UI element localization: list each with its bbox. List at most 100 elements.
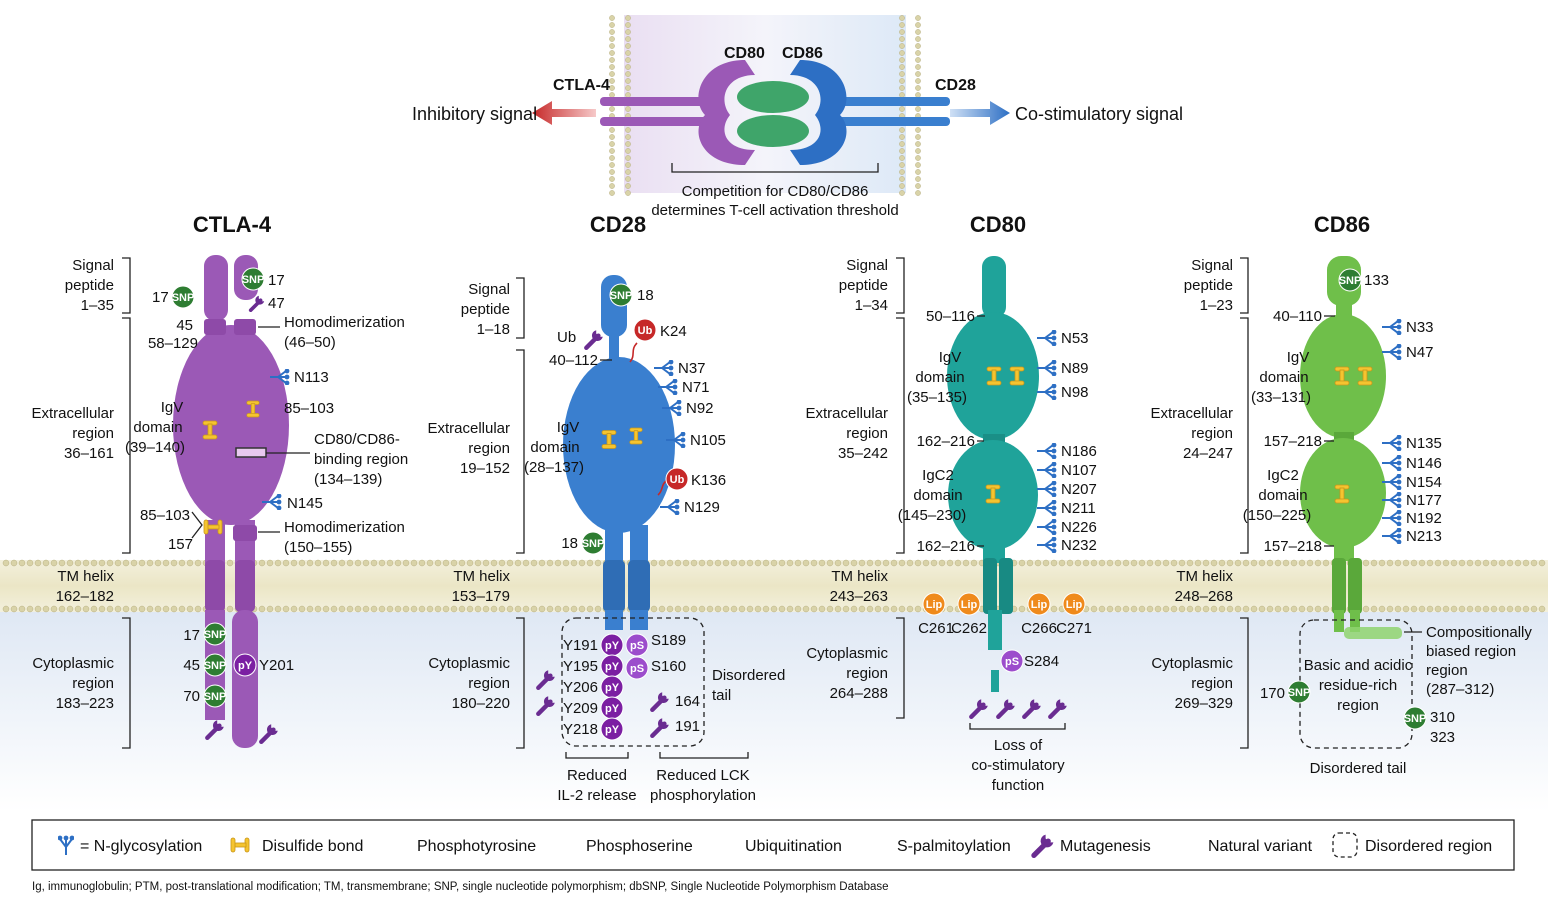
top-ctla4-stalk-lower	[600, 117, 720, 126]
lipid-head	[882, 559, 890, 567]
lipid-head	[1314, 605, 1322, 613]
cd28-py-4	[600, 717, 624, 741]
lipid-head	[522, 605, 530, 613]
lipid-head	[306, 559, 314, 567]
lipid-head	[1098, 605, 1106, 613]
legend-pser-label: Phosphoserine	[586, 838, 693, 855]
lipid-head	[1130, 605, 1138, 613]
cd80-glyco-icon	[1036, 360, 1058, 376]
lipid-head	[1234, 559, 1242, 567]
lipid-head	[50, 559, 58, 567]
cd28-glyco-label: N105	[690, 432, 726, 449]
lipid-head	[874, 605, 882, 613]
cd80-lip-c262	[957, 592, 981, 616]
lipid-head	[1122, 559, 1130, 567]
lipid-head	[915, 43, 921, 49]
lipid-head	[1458, 605, 1466, 613]
cd86-glyco-icon	[1381, 344, 1403, 360]
cd80-glyco-label: N232	[1061, 537, 1097, 554]
lipid-head	[1322, 605, 1330, 613]
lipid-head	[609, 36, 615, 42]
lipid-head	[1146, 605, 1154, 613]
legend-disulfide-label: Disulfide bond	[262, 838, 363, 855]
cd86-tm-2: 248–268	[1175, 588, 1233, 605]
cd80-ps-s284-text: pS	[1005, 656, 1019, 668]
lipid-head	[538, 559, 546, 567]
lipid-head	[514, 559, 522, 567]
lipid-head	[609, 15, 615, 21]
lipid-head	[506, 605, 514, 613]
lipid-head	[730, 605, 738, 613]
cd86-glyco-label: N154	[1406, 474, 1442, 491]
cd80-c271: C271	[1056, 620, 1092, 637]
cd80-glyco-label: N207	[1061, 481, 1097, 498]
lipid-head	[1026, 559, 1034, 567]
cd28-title: CD28	[590, 212, 646, 237]
lipid-head	[794, 605, 802, 613]
lipid-head	[306, 605, 314, 613]
lipid-head	[1242, 605, 1250, 613]
lipid-head	[738, 605, 746, 613]
lipid-head	[625, 162, 631, 168]
ctla4-snp-17-right-text: SNP	[242, 274, 265, 286]
cd86-protein	[1300, 256, 1402, 639]
ctla4-tail-right	[232, 610, 258, 748]
lipid-head	[1058, 559, 1066, 567]
cd28-snp-18-text: SNP	[610, 290, 633, 302]
lipid-head	[738, 559, 746, 567]
lipid-head	[1522, 605, 1530, 613]
cd80-glyco-label: N186	[1061, 443, 1097, 460]
legend-disord-label: Disordered region	[1365, 838, 1492, 855]
cd80-extra-2: region	[846, 425, 888, 442]
lipid-head	[1018, 559, 1026, 567]
lipid-head	[1282, 559, 1290, 567]
lipid-head	[114, 605, 122, 613]
lipid-head	[1482, 605, 1490, 613]
lipid-head	[609, 134, 615, 140]
lipid-head	[625, 183, 631, 189]
lipid-head	[466, 605, 474, 613]
lipid-head	[915, 183, 921, 189]
cd86-igv-2: domain	[1259, 369, 1308, 386]
ctla4-panel: CTLA-4 Signal peptide 1–35 Extracellular…	[31, 212, 408, 749]
ctla4-binding-region	[235, 447, 267, 458]
lipid-head	[1490, 559, 1498, 567]
cd86-basic-3: region	[1337, 697, 1379, 714]
cd80-loss-1: Loss of	[994, 737, 1043, 754]
cd86-title: CD86	[1314, 212, 1370, 237]
lipid-head	[290, 559, 298, 567]
ctla4-binding-2: binding region	[314, 451, 408, 468]
lipid-head	[1506, 559, 1514, 567]
cd86-snp-310-text: SNP	[1404, 713, 1427, 725]
cd86-extra-1: Extracellular	[1150, 405, 1233, 422]
costim-signal-label: Co-stimulatory signal	[1015, 104, 1183, 124]
cd86-tm-right	[1348, 558, 1362, 614]
top-ligand-green-upper	[737, 81, 809, 113]
lipid-head	[899, 106, 905, 112]
lipid-head	[1290, 559, 1298, 567]
cd80-c261: C261	[918, 620, 954, 637]
cd80-loss-3: function	[992, 777, 1045, 794]
lipid-head	[706, 559, 714, 567]
lipid-head	[90, 605, 98, 613]
lipid-head	[899, 85, 905, 91]
ctla4-85-103-a: 85–103	[284, 400, 334, 417]
lipid-head	[546, 605, 554, 613]
cd28-y206: Y206	[563, 679, 598, 696]
lipid-head	[609, 162, 615, 168]
lipid-head	[522, 559, 530, 567]
lipid-head	[826, 559, 834, 567]
cd28-cyto-1: Cytoplasmic	[428, 655, 510, 672]
lipid-head	[818, 605, 826, 613]
legend-muta-label: Mutagenesis	[1060, 838, 1151, 855]
lipid-head	[682, 605, 690, 613]
lipid-head	[418, 559, 426, 567]
legend-natvar-label: Natural variant	[1208, 838, 1313, 855]
lipid-head	[378, 605, 386, 613]
lipid-head	[698, 559, 706, 567]
lipid-head	[450, 559, 458, 567]
lipid-head	[682, 559, 690, 567]
top-membranes	[609, 15, 921, 196]
ctla4-title: CTLA-4	[193, 212, 272, 237]
